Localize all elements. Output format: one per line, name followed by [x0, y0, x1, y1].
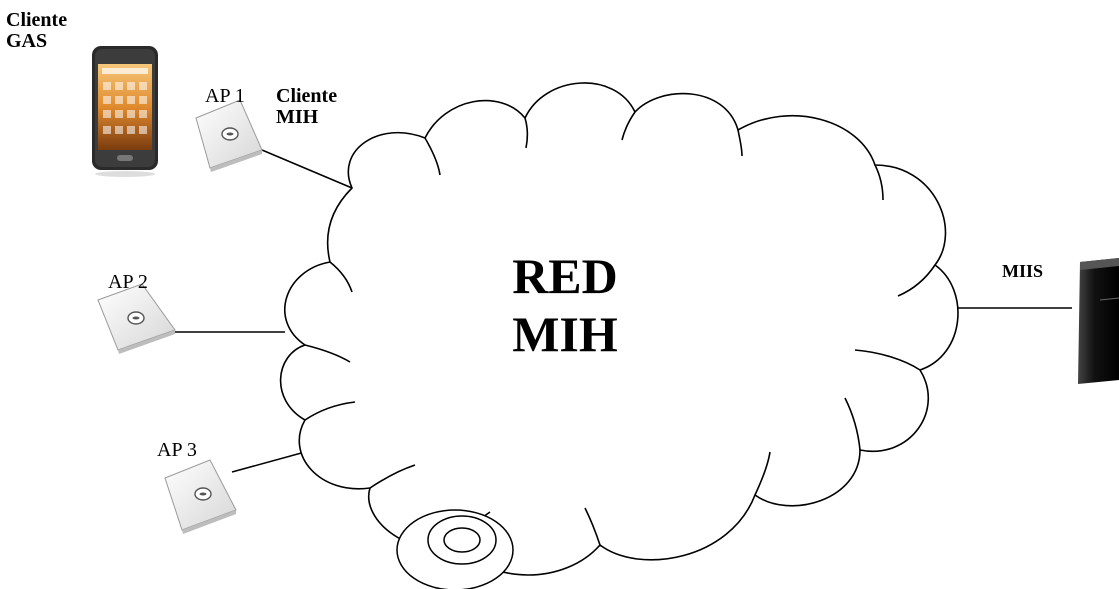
cloud-inner-arc-5: [874, 164, 884, 201]
link-ap3-cloud: [231, 451, 306, 473]
cloud-inner-arc-4: [737, 129, 743, 157]
ap2-label: AP 2: [108, 271, 148, 293]
server-icon: [1078, 258, 1119, 384]
cliente-mih-line1: Cliente: [276, 85, 338, 107]
connection-lines: [175, 149, 1072, 473]
cloud-inner-arc-8: [844, 397, 861, 451]
cliente-mih-label: Cliente MIH: [276, 86, 337, 128]
cliente-gas-line2: GAS: [6, 30, 48, 52]
red-mih-line1: RED: [512, 248, 618, 304]
cloud-inner-arc-15: [329, 261, 353, 293]
cloud-inner-arc-1: [424, 137, 441, 176]
cloud-inner-arc-7: [854, 349, 921, 371]
network-cloud: [279, 82, 959, 576]
cloud-inner-arc-6: [897, 264, 936, 297]
ap1-label: AP 1: [205, 85, 245, 107]
ap3-label: AP 3: [157, 439, 197, 461]
access-point-icon: [195, 99, 263, 172]
cloud-inner-arc-12: [369, 464, 416, 489]
access-point-icon: [164, 459, 237, 534]
cloud-inner-arc-13: [304, 401, 356, 421]
cloud-inner-arc-3: [621, 111, 636, 141]
cloud-inner-arc-10: [584, 507, 601, 546]
cliente-gas-label: Cliente GAS: [6, 10, 67, 52]
miis-label: MIIS: [1002, 261, 1044, 281]
link-ap1-cloud: [261, 149, 353, 189]
cloud-inner-arc-2: [524, 117, 529, 149]
cloud-inner-arc-14: [304, 344, 351, 363]
access-point-icon: [97, 283, 176, 354]
cliente-gas-line1: Cliente: [6, 9, 68, 31]
red-mih-line2: MIH: [512, 305, 618, 362]
red-mih-title: RED MIH: [500, 248, 630, 363]
smartphone-icon: [92, 46, 158, 177]
cloud-outline: [279, 82, 959, 576]
ring-device-icon: [396, 509, 514, 589]
cloud-inner-arc-9: [754, 451, 771, 496]
cliente-mih-line2: MIH: [276, 106, 319, 128]
